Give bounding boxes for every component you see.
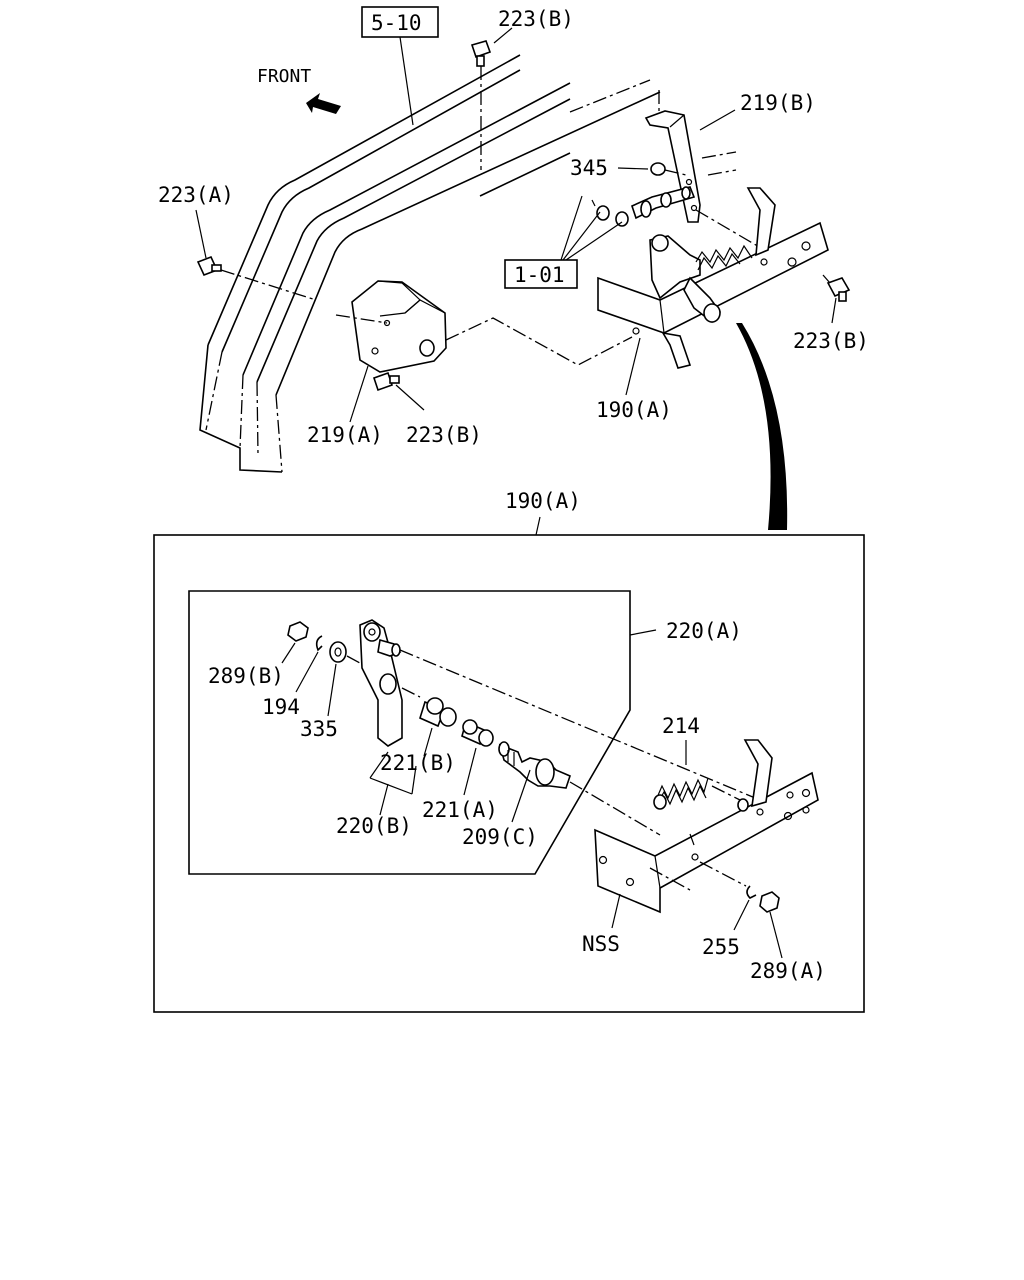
- label-223a: 223(A): [158, 183, 234, 207]
- label-190a-upper: 190(A): [596, 398, 672, 422]
- ref-5-10: 5-10: [361, 6, 439, 126]
- label-214: 214: [662, 714, 700, 738]
- label-209c: 209(C): [462, 825, 538, 849]
- label-190a-detail: 190(A): [505, 489, 581, 513]
- label-335: 335: [300, 717, 338, 741]
- detail-box: [153, 534, 865, 1013]
- label-220a: 220(A): [666, 619, 742, 643]
- washer-335: 335: [300, 641, 361, 741]
- bolt-223a: 223(A): [158, 183, 317, 301]
- ref-5-10-label: 5-10: [371, 11, 422, 35]
- nut-289a: 289(A): [750, 891, 826, 983]
- detail-pointer-arrow: [736, 323, 788, 530]
- front-indicator: FRONT: [257, 66, 341, 114]
- bolt-223b-lower: 223(B): [372, 371, 482, 447]
- bolt-223b-top: 223(B): [470, 7, 574, 170]
- bushing-221b: 221(B): [380, 697, 457, 775]
- label-345: 345: [570, 156, 608, 180]
- spring-214: 214: [653, 714, 741, 810]
- label-220b: 220(B): [336, 814, 412, 838]
- nut-289b: 289(B): [208, 621, 309, 688]
- label-221b: 221(B): [380, 751, 456, 775]
- label-194: 194: [262, 695, 300, 719]
- front-arrow-icon: [306, 93, 341, 114]
- label-221a: 221(A): [422, 798, 498, 822]
- ref-1-01-label: 1-01: [514, 263, 565, 287]
- bolt-223b-right: 223(B): [793, 274, 869, 353]
- ref-1-01: 1-01: [504, 195, 623, 289]
- label-nss: NSS: [582, 932, 620, 956]
- clip-194: 194: [262, 635, 323, 719]
- label-255: 255: [702, 935, 740, 959]
- linkage-rod: [591, 186, 696, 227]
- label-289b: 289(B): [208, 664, 284, 688]
- label-219b: 219(B): [740, 91, 816, 115]
- bushing-221a: 221(A): [422, 719, 498, 822]
- pin-209c: 209(C): [462, 741, 661, 849]
- cab-frame-outline: [199, 54, 661, 473]
- clip-255: 255: [702, 885, 757, 959]
- bracket-nss: NSS: [582, 739, 819, 956]
- label-223b-lower: 223(B): [406, 423, 482, 447]
- bracket-219a: 219(A): [307, 280, 633, 447]
- front-label: FRONT: [257, 66, 311, 87]
- inner-box-220a: [188, 590, 631, 875]
- bracket-220b-indicator: 220(B): [336, 751, 417, 838]
- label-223b-right: 223(B): [793, 329, 869, 353]
- bracket-190a-upper: 190(A): [596, 187, 829, 422]
- label-223b-top: 223(B): [498, 7, 574, 31]
- label-289a: 289(A): [750, 959, 826, 983]
- nut-345: 345: [570, 156, 687, 180]
- label-219a: 219(A): [307, 423, 383, 447]
- lever-220b: [359, 619, 761, 801]
